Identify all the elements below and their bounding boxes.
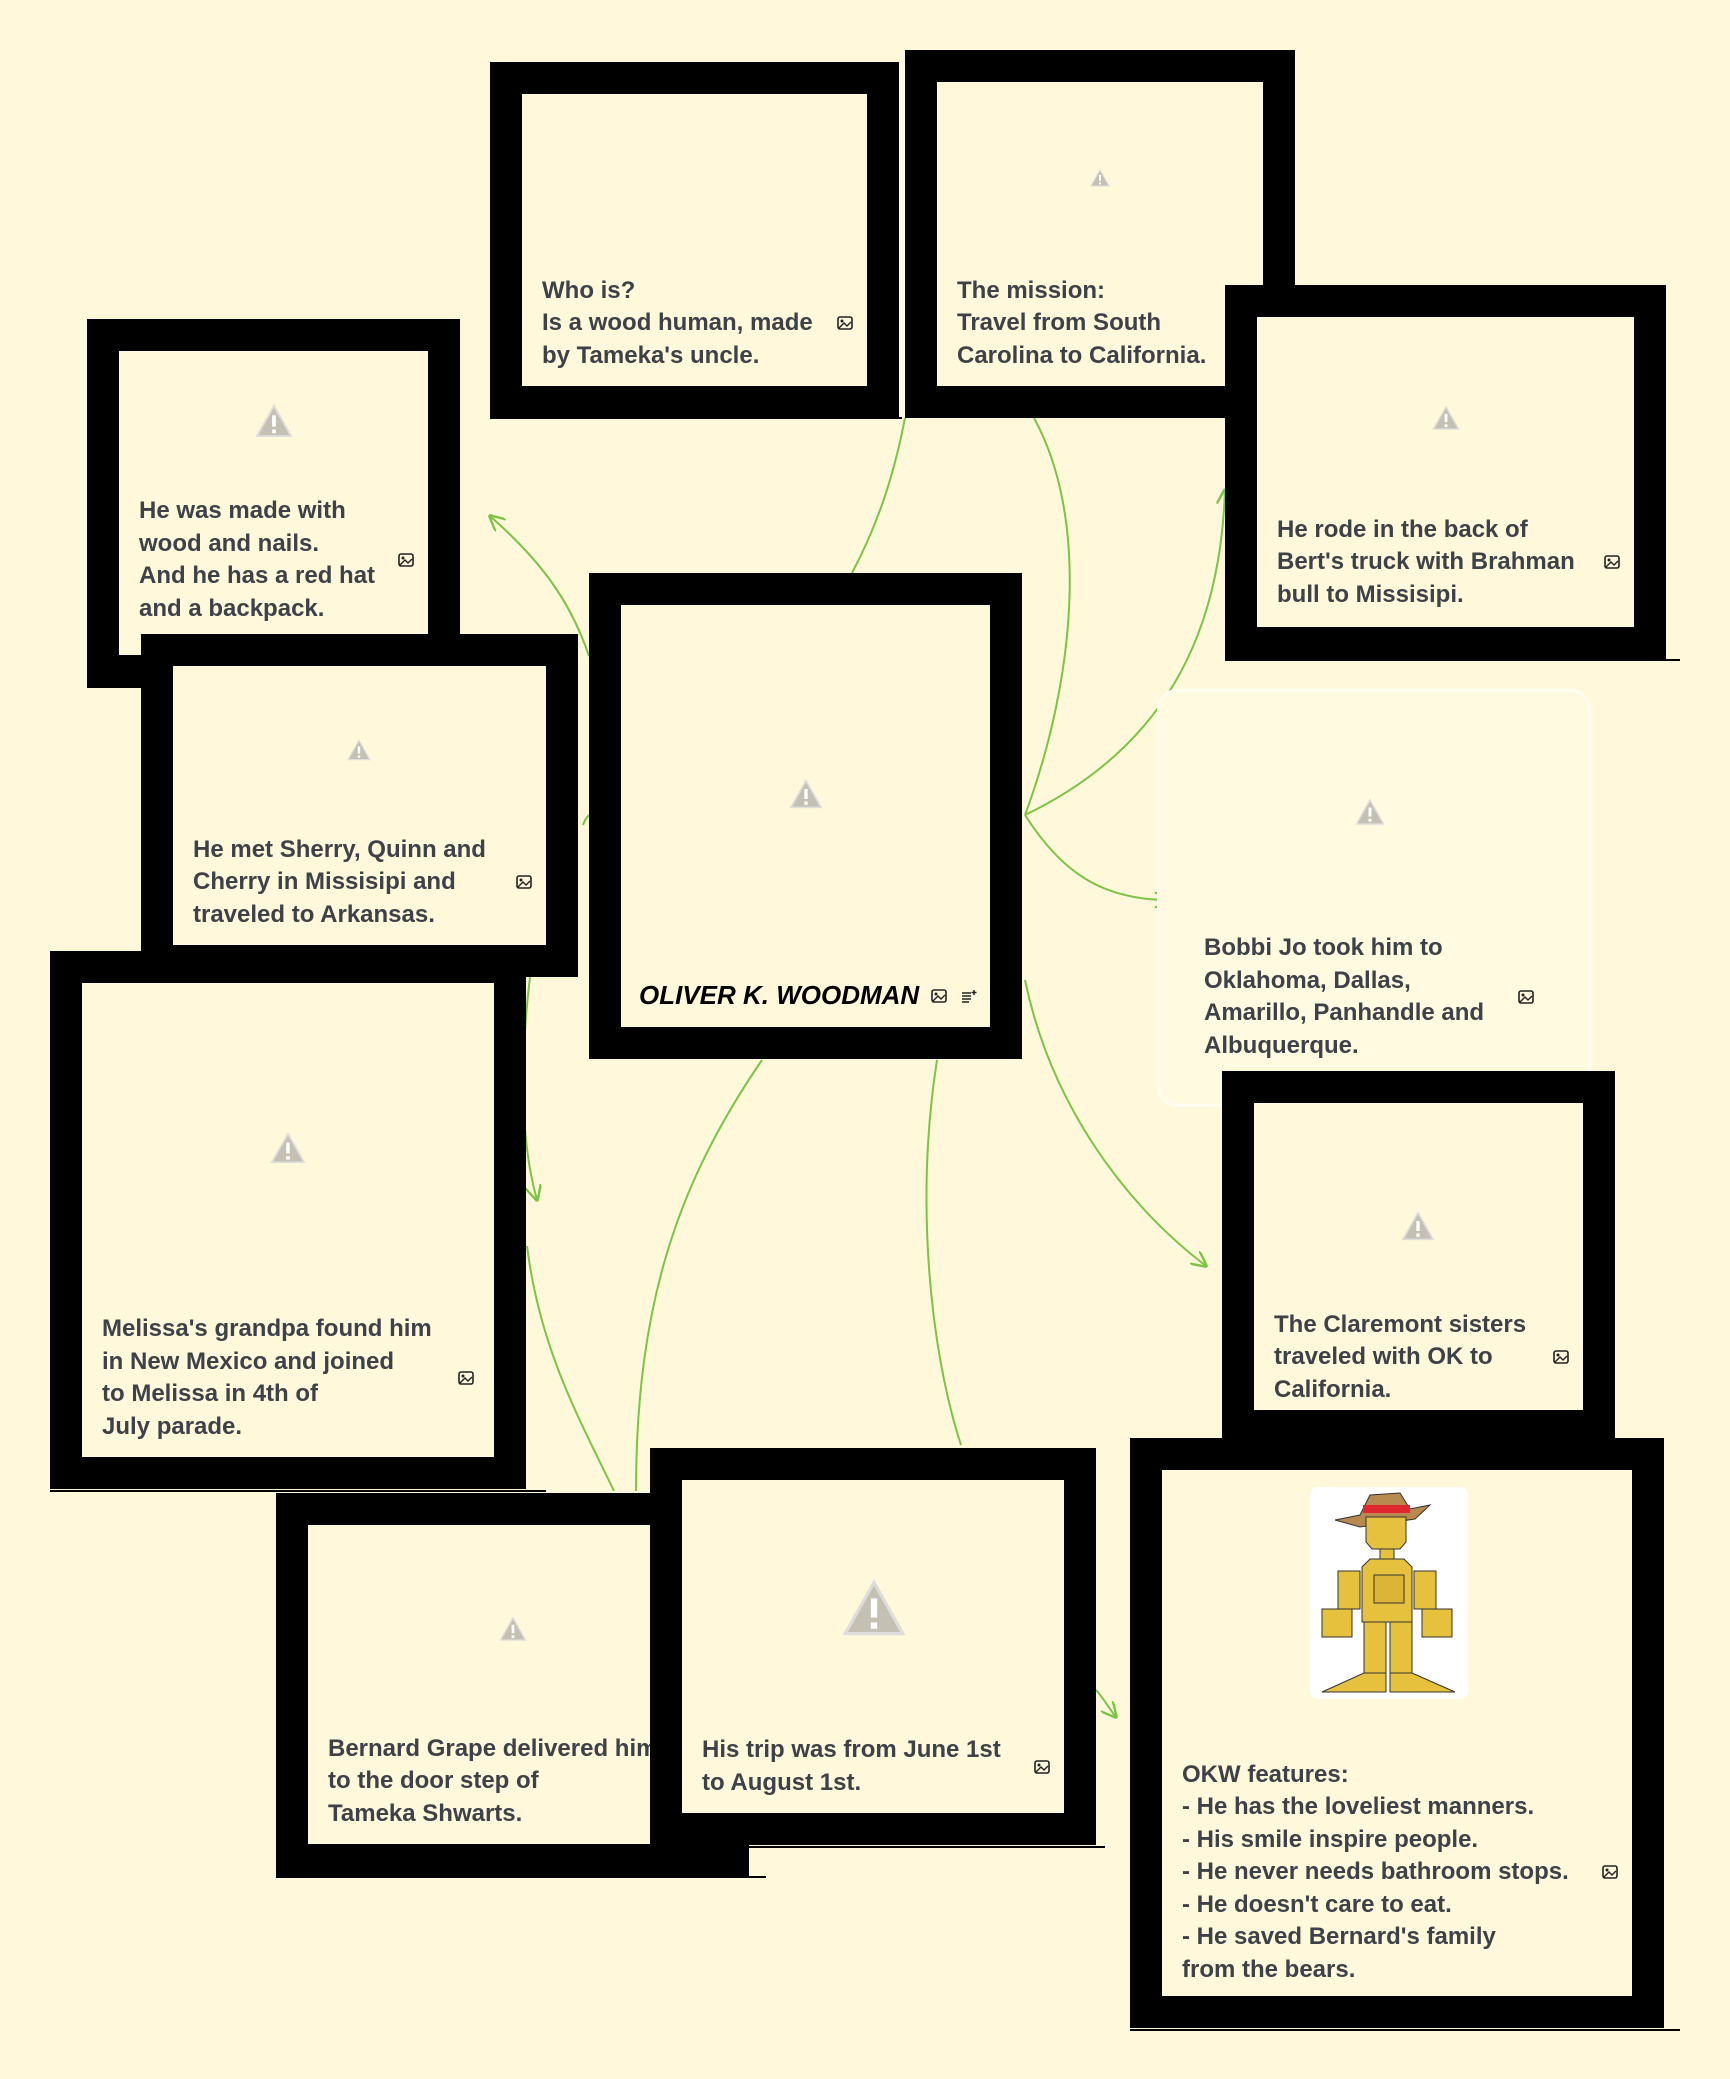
broken-image-warning-icon <box>1401 1211 1435 1241</box>
topic-who-is[interactable]: Who is? Is a wood human, made by Tameka'… <box>490 62 899 418</box>
broken-image-warning-icon <box>270 1132 306 1164</box>
topic-text: He rode in the back of Bert's truck with… <box>1277 515 1575 608</box>
topic-claremont-sisters[interactable]: The Claremont sisters traveled with OK t… <box>1222 1071 1615 1442</box>
topic-content: The mission: Travel from South Carolina … <box>957 275 1249 373</box>
topic-text: Who is? Is a wood human, made by Tameka'… <box>542 276 813 369</box>
add-note-icon[interactable] <box>961 989 977 1003</box>
link-to-trip <box>925 1059 962 1446</box>
link-to-who-is <box>851 417 906 574</box>
broken-image-warning-icon <box>1432 405 1460 430</box>
broken-image-warning-icon <box>1355 798 1385 825</box>
topic-text: The Claremont sisters traveled with OK t… <box>1274 1310 1527 1403</box>
link-to-sherry <box>582 814 590 826</box>
broken-image-warning-icon <box>499 1616 527 1641</box>
image-icon[interactable] <box>1602 1865 1618 1880</box>
oliver-woodman-image <box>1310 1487 1468 1699</box>
image-icon[interactable] <box>516 875 532 890</box>
topic-bobbi-jo[interactable]: Bobbi Jo took him to Oklahoma, Dallas, A… <box>1157 689 1591 1107</box>
broken-image-warning-icon <box>1090 169 1110 187</box>
link-to-bernard <box>526 1245 615 1492</box>
link-to-bobbi-jo <box>1024 814 1169 900</box>
topic-okw-features[interactable]: OKW features: - He has the loveliest man… <box>1130 1438 1664 2028</box>
topic-text: His trip was from June 1st to August 1st… <box>702 1736 1001 1796</box>
topic-content: He was made with wood and nails. And he … <box>139 495 414 625</box>
topic-met-sherry[interactable]: He met Sherry, Quinn and Cherry in Missi… <box>141 634 578 977</box>
central-topic[interactable]: OLIVER K. WOODMAN <box>589 573 1022 1059</box>
topic-content: He rode in the back of Bert's truck with… <box>1277 514 1620 612</box>
node-underline <box>650 1846 1105 1848</box>
topic-made-with-wood[interactable]: He was made with wood and nails. And he … <box>87 319 460 687</box>
node-underline <box>490 417 902 419</box>
image-icon[interactable] <box>1604 555 1620 570</box>
central-topic-title: OLIVER K. WOODMAN <box>639 980 920 1010</box>
broken-image-warning-icon <box>789 779 823 809</box>
broken-image-warning-icon <box>347 739 371 761</box>
image-icon[interactable] <box>837 316 853 331</box>
topic-content: His trip was from June 1st to August 1st… <box>702 1734 1050 1799</box>
topic-text: Bernard Grape delivered him to the door … <box>328 1734 658 1827</box>
topic-content: Bobbi Jo took him to Oklahoma, Dallas, A… <box>1204 932 1534 1062</box>
node-underline <box>276 1876 766 1878</box>
topic-content: Who is? Is a wood human, made by Tameka'… <box>542 275 853 373</box>
node-underline <box>1130 2029 1680 2031</box>
topic-text: Melissa's grandpa found him in New Mexic… <box>102 1315 432 1440</box>
image-icon[interactable] <box>398 553 414 567</box>
image-icon[interactable] <box>1518 990 1534 1004</box>
broken-image-warning-icon <box>255 404 293 438</box>
link-to-features <box>1095 1689 1116 1717</box>
image-icon[interactable] <box>1553 1350 1569 1365</box>
topic-text: OKW features: - He has the loveliest man… <box>1182 1760 1569 1983</box>
topic-text: He was made with wood and nails. And he … <box>139 497 376 622</box>
topic-content: OKW features: - He has the loveliest man… <box>1182 1759 1618 1987</box>
topic-text: The mission: Travel from South Carolina … <box>957 276 1207 369</box>
node-underline <box>50 1490 546 1492</box>
topic-melissa[interactable]: Melissa's grandpa found him in New Mexic… <box>50 951 526 1489</box>
topic-content: Melissa's grandpa found him in New Mexic… <box>102 1313 474 1443</box>
topic-content: He met Sherry, Quinn and Cherry in Missi… <box>193 834 532 932</box>
link-to-bernard-2 <box>635 1059 763 1492</box>
node-underline <box>1225 659 1680 661</box>
image-icon[interactable] <box>931 988 948 1003</box>
link-to-claremont <box>1024 979 1206 1266</box>
topic-content: Bernard Grape delivered him to the door … <box>328 1733 717 1831</box>
link-to-made-wood <box>490 516 590 657</box>
image-icon[interactable] <box>458 1371 474 1385</box>
image-icon[interactable] <box>1034 1759 1050 1774</box>
topic-rode-truck[interactable]: He rode in the back of Bert's truck with… <box>1225 285 1666 659</box>
topic-text: He met Sherry, Quinn and Cherry in Missi… <box>193 835 486 928</box>
topic-content: The Claremont sisters traveled with OK t… <box>1274 1309 1569 1407</box>
topic-text: Bobbi Jo took him to Oklahoma, Dallas, A… <box>1204 934 1485 1059</box>
broken-image-warning-icon <box>842 1579 906 1636</box>
topic-trip-dates[interactable]: His trip was from June 1st to August 1st… <box>650 1448 1096 1845</box>
link-to-rode-truck <box>1024 490 1225 816</box>
link-to-mission <box>1024 417 1071 816</box>
topic-content: OLIVER K. WOODMAN <box>639 980 977 1011</box>
